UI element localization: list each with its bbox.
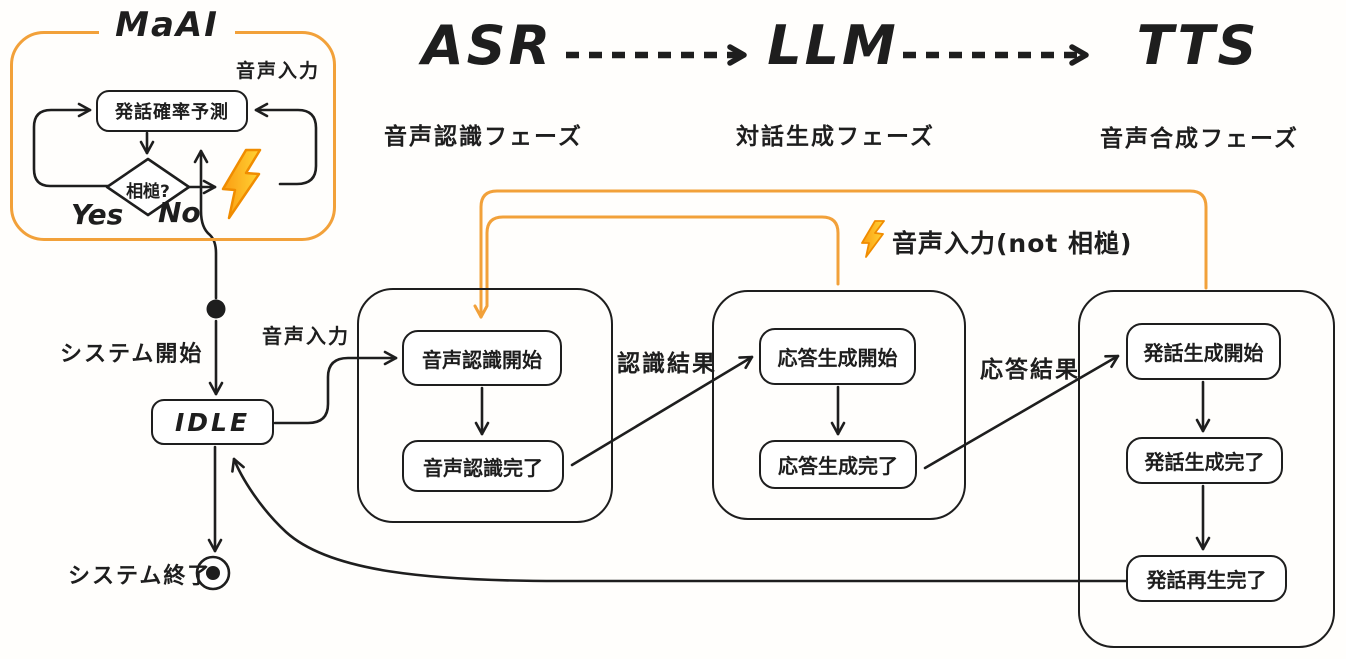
llm-phase-container — [712, 290, 966, 520]
decision-yes-label: Yes — [71, 198, 124, 231]
recognition-result-label: 認識結果 — [617, 351, 717, 377]
phase-llm-label: 対話生成フェーズ — [736, 124, 935, 150]
line-no-event-up — [193, 149, 218, 300]
lightning-icon — [861, 220, 885, 258]
lightning-icon — [221, 148, 262, 220]
maai-title: MaAI — [99, 4, 235, 46]
interrupt-wire-tts-to-asr — [473, 189, 1208, 319]
voice-input-transition-label: 音声入力 — [262, 324, 350, 348]
response-result-label: 応答結果 — [980, 357, 1080, 383]
loop-left-decision-to-predictor — [32, 102, 113, 188]
interrupt-event-label: 音声入力(not 相槌) — [892, 229, 1133, 258]
arrow-asr-done-to-llm-start — [570, 355, 754, 467]
arrow-play-done-to-idle — [231, 457, 1130, 583]
pipeline-llm-title: LLM — [767, 13, 899, 77]
state-tts-done: 発話生成完了 — [1126, 437, 1283, 484]
state-llm-start: 応答生成開始 — [759, 328, 916, 385]
final-state-inner-dot — [206, 566, 220, 580]
decision-backchannel-label: 相槌? — [126, 182, 170, 202]
system-start-label: システム開始 — [60, 342, 204, 367]
initial-state-node — [206, 299, 226, 319]
asr-phase-container — [357, 288, 613, 523]
state-asr-done: 音声認識完了 — [402, 440, 564, 492]
decision-no-label: No — [158, 196, 201, 229]
interrupt-wire-llm-to-asr — [485, 215, 840, 307]
state-speech-probability-prediction: 発話確率予測 — [96, 90, 248, 132]
arrow-llm-done-to-tts-start — [923, 354, 1120, 470]
phase-tts-label: 音声合成フェーズ — [1100, 126, 1299, 152]
state-playback-done: 発話再生完了 — [1126, 555, 1287, 602]
arrow-idle-to-asr-start — [273, 350, 398, 425]
phase-asr-label: 音声認識フェーズ — [384, 124, 583, 150]
pipeline-asr-title: ASR — [421, 13, 554, 77]
state-tts-start: 発話生成開始 — [1126, 323, 1281, 380]
tts-phase-container — [1078, 290, 1335, 648]
loop-right-input-to-predictor — [254, 102, 318, 186]
pipeline-tts-title: TTS — [1136, 13, 1260, 77]
state-idle: IDLE — [151, 399, 274, 445]
state-asr-start: 音声認識開始 — [402, 330, 562, 386]
system-end-label: システム終了 — [68, 564, 212, 589]
state-llm-done: 応答生成完了 — [759, 440, 917, 489]
decision-diamond — [105, 157, 191, 217]
maai-voice-input-label: 音声入力 — [236, 60, 321, 82]
